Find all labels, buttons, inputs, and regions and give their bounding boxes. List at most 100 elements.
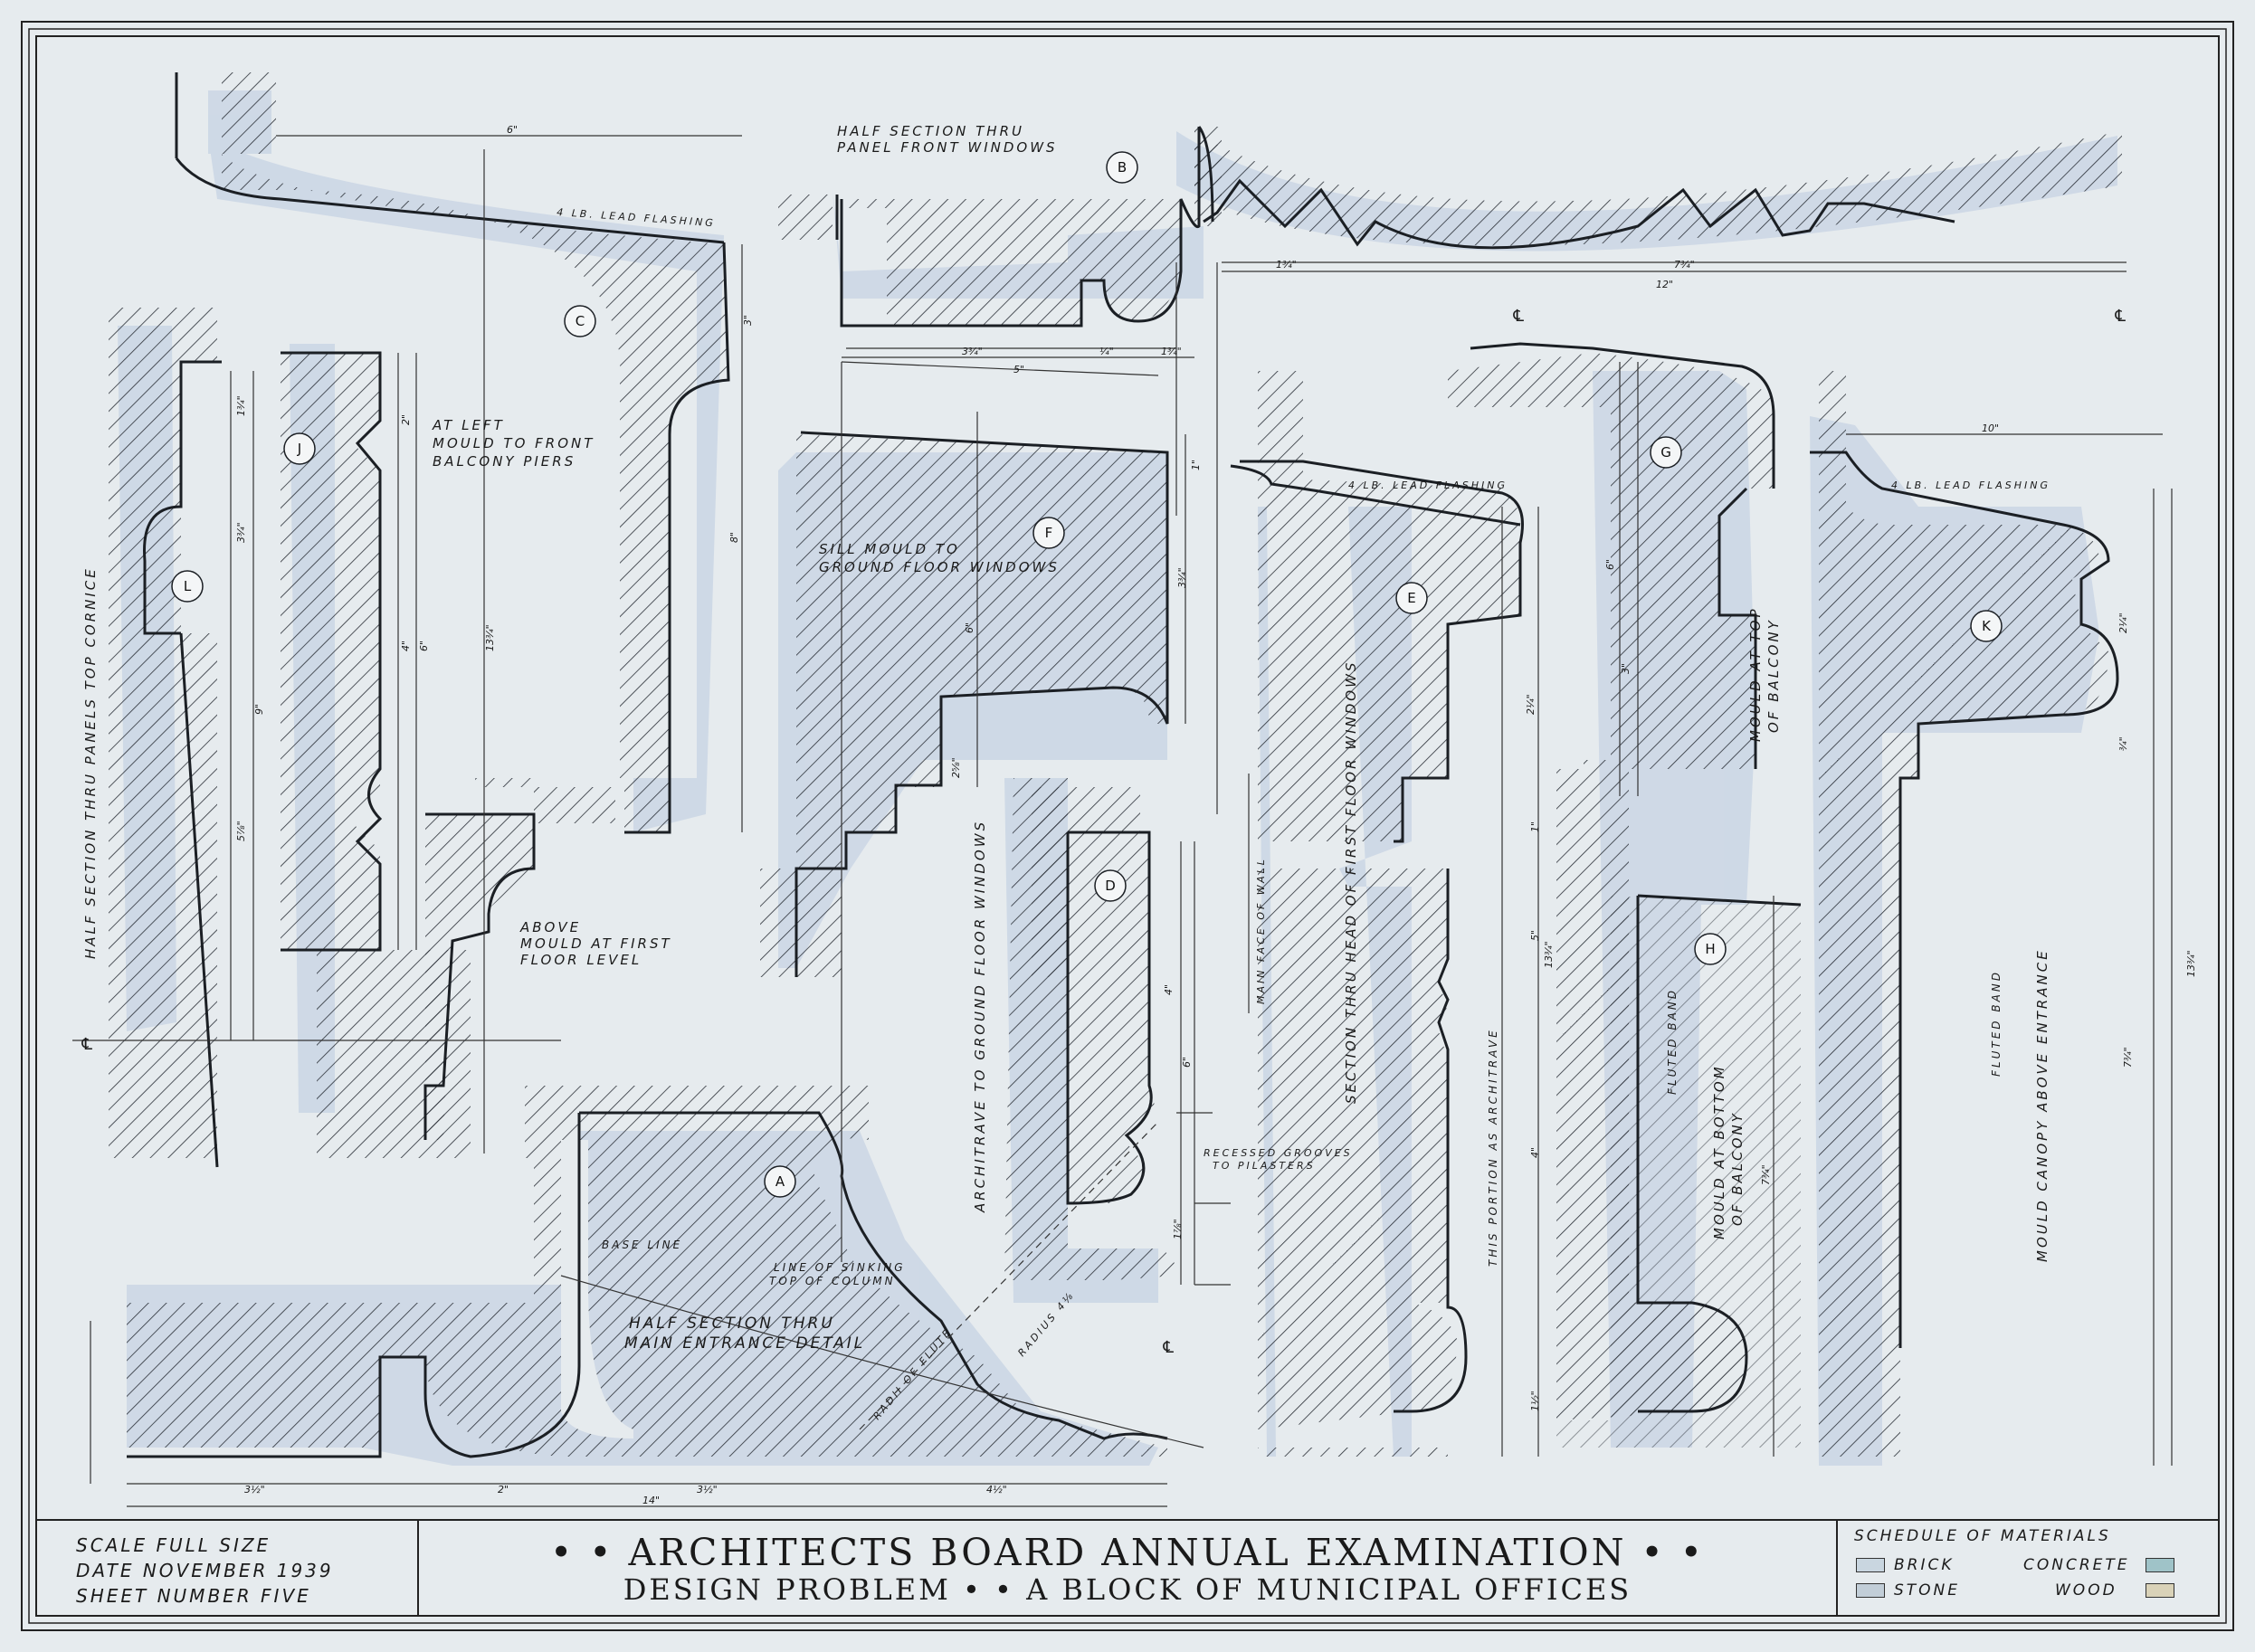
marker-letter-h: H — [1705, 941, 1715, 957]
schedule-wood: WOOD — [2055, 1581, 2117, 1600]
schedule-concrete: CONCRETE — [2023, 1556, 2130, 1574]
marker-letter-g: G — [1660, 444, 1671, 460]
dim-j-9: 9" — [253, 704, 265, 715]
label-b-title-2: PANEL FRONT WINDOWS — [837, 139, 1058, 156]
section-marker-h — [1694, 933, 1727, 965]
section-marker-j — [283, 432, 316, 465]
dim-e-5: 5" — [1529, 930, 1541, 941]
label-fluted-band-h: FLUTED BAND — [1666, 988, 1679, 1095]
label-h-vertical-2: OF BALCONY — [1729, 1111, 1746, 1226]
swatch-concrete — [2146, 1558, 2174, 1572]
title-block-info: SCALE FULL SIZE DATE NOVEMBER 1939 SHEET… — [42, 1524, 413, 1614]
marker-letter-b: B — [1118, 159, 1127, 176]
swatch-wood — [2146, 1583, 2174, 1598]
marker-letter-c: C — [576, 313, 585, 329]
label-above-3: FLOOR LEVEL — [520, 952, 642, 968]
dim-k-10: 10" — [1982, 422, 1999, 434]
dim-b-3-3-4: 3¾" — [962, 346, 983, 357]
dim-b-7-3-4: 7¾" — [1674, 259, 1695, 271]
dim-g-3: 3" — [1620, 663, 1632, 674]
label-f-title-1: SILL MOULD TO — [819, 541, 960, 557]
dim-b-1-4: ¼" — [1099, 346, 1114, 357]
marker-letter-e: E — [1407, 590, 1415, 606]
label-b-title-1: HALF SECTION THRU — [837, 123, 1024, 139]
dim-e-2-1-4: 2¼" — [1525, 694, 1537, 715]
label-arch-vertical: ARCHITRAVE TO GROUND FLOOR WINDOWS — [972, 820, 988, 1213]
dim-j-3-3-4: 3¾" — [235, 522, 247, 543]
section-marker-k — [1970, 610, 2003, 642]
sheet-border — [21, 21, 2234, 1631]
label-cl-1: ℄ — [1511, 307, 1528, 326]
label-h-vertical-1: MOULD AT BOTTOM — [1711, 1064, 1727, 1239]
dim-d-1-7-8: 1⅞" — [1172, 1219, 1184, 1239]
dim-g-7-3-4: 7¾" — [1760, 1164, 1772, 1185]
dim-a-4-1-2: 4½" — [986, 1484, 1007, 1495]
label-cl-4: ℄ — [80, 1035, 97, 1054]
dim-j-4: 4" — [400, 641, 412, 651]
scale-text: SCALE FULL SIZE — [76, 1534, 271, 1556]
label-sinking-2: TOP OF COLUMN — [769, 1275, 896, 1287]
schedule-of-materials: SCHEDULE OF MATERIALS BRICK CONCRETE STO… — [1847, 1524, 2213, 1614]
dim-top-6: 6" — [507, 124, 518, 136]
dim-d-4: 4" — [1163, 984, 1175, 995]
dimension-labels: 6" 3" 8" 3¾" ¼" 1¾" 5" 12" 7¾" 1¾" 1¾" 3… — [235, 124, 2197, 1506]
label-e-vertical: SECTION THRU HEAD OF FIRST FLOOR WINDOWS — [1343, 660, 1359, 1104]
section-markers — [171, 151, 2003, 1198]
dim-e-4: 4" — [1529, 1147, 1541, 1158]
drawing-subtitle: DESIGN PROBLEM • • A BLOCK OF MUNICIPAL … — [623, 1572, 1632, 1607]
label-g-vertical-1: MOULD AT TOP — [1747, 606, 1764, 742]
label-a-title-1: HALF SECTION THRU — [629, 1315, 835, 1333]
dim-e-13-3-4: 13¾" — [1543, 941, 1555, 968]
label-sinking-1: LINE OF SINKING — [774, 1261, 906, 1274]
dim-f-6: 6" — [964, 622, 975, 633]
section-marker-l — [171, 570, 204, 603]
swatch-brick — [1856, 1558, 1885, 1572]
dim-a-14: 14" — [642, 1495, 660, 1506]
label-c-note-3: BALCONY PIERS — [433, 453, 576, 470]
dim-k-3-4: ¾" — [2117, 736, 2129, 751]
label-f-title-2: GROUND FLOOR WINDOWS — [819, 559, 1060, 575]
dim-f-3-3-4: 3¾" — [1176, 567, 1188, 588]
dim-a-3-1-2b: 3½" — [697, 1484, 718, 1495]
section-marker-f — [1032, 517, 1065, 549]
schedule-stone: STONE — [1894, 1581, 1961, 1600]
sheet-number-text: SHEET NUMBER FIVE — [76, 1585, 311, 1607]
swatch-stone — [1856, 1583, 1885, 1598]
label-k-vertical: MOULD CANOPY ABOVE ENTRANCE — [2034, 948, 2050, 1262]
dim-a-2: 2" — [498, 1484, 509, 1495]
dim-k-7-3-4: 7¾" — [2122, 1047, 2134, 1068]
profile-outlines — [127, 72, 2119, 1458]
dim-j-1-3-4: 1¾" — [235, 395, 247, 416]
label-lead-flashing-k: 4 LB. LEAD FLASHING — [1891, 479, 2050, 491]
dim-d-6: 6" — [1181, 1057, 1193, 1068]
label-portion-vertical: THIS PORTION AS ARCHITRAVE — [1487, 1028, 1499, 1267]
label-l-vertical: HALF SECTION THRU PANELS TOP CORNICE — [82, 566, 99, 959]
marker-letter-l: L — [184, 578, 192, 594]
date-text: DATE NOVEMBER 1939 — [76, 1560, 334, 1581]
dim-e-1: 1" — [1529, 821, 1541, 832]
dim-c-3: 3" — [742, 315, 754, 326]
dim-k-13-3-4: 13¾" — [2185, 950, 2197, 977]
dim-a-3-1-2: 3½" — [244, 1484, 265, 1495]
dim-c-8: 8" — [728, 532, 740, 543]
dim-e-1-1-2: 1½" — [1529, 1391, 1541, 1411]
dim-j-2: 2" — [400, 414, 412, 425]
section-marker-c — [564, 305, 596, 337]
label-cl-3: ℄ — [1161, 1338, 1178, 1357]
marker-letter-d: D — [1105, 878, 1116, 894]
section-marker-letters: A B C D E F G H J K L — [184, 159, 1992, 1190]
dim-g-6: 6" — [1604, 559, 1616, 570]
dimension-lines — [72, 135, 2173, 1507]
title-block: SCALE FULL SIZE DATE NOVEMBER 1939 SHEET… — [42, 1524, 2213, 1614]
dim-j-13-3-4: 13¾" — [484, 624, 496, 651]
schedule-heading: SCHEDULE OF MATERIALS — [1854, 1527, 2111, 1545]
label-lead-flashing-e: 4 LB. LEAD FLASHING — [1348, 479, 1508, 491]
marker-letter-a: A — [775, 1173, 785, 1190]
dim-f-1: 1" — [1190, 460, 1202, 470]
label-base-line: BASE LINE — [602, 1239, 682, 1251]
dim-f-2-5-8: 2⅝" — [950, 757, 962, 778]
hatched-sections — [109, 72, 2122, 1457]
section-marker-g — [1650, 436, 1682, 469]
dim-j-6: 6" — [418, 641, 430, 651]
